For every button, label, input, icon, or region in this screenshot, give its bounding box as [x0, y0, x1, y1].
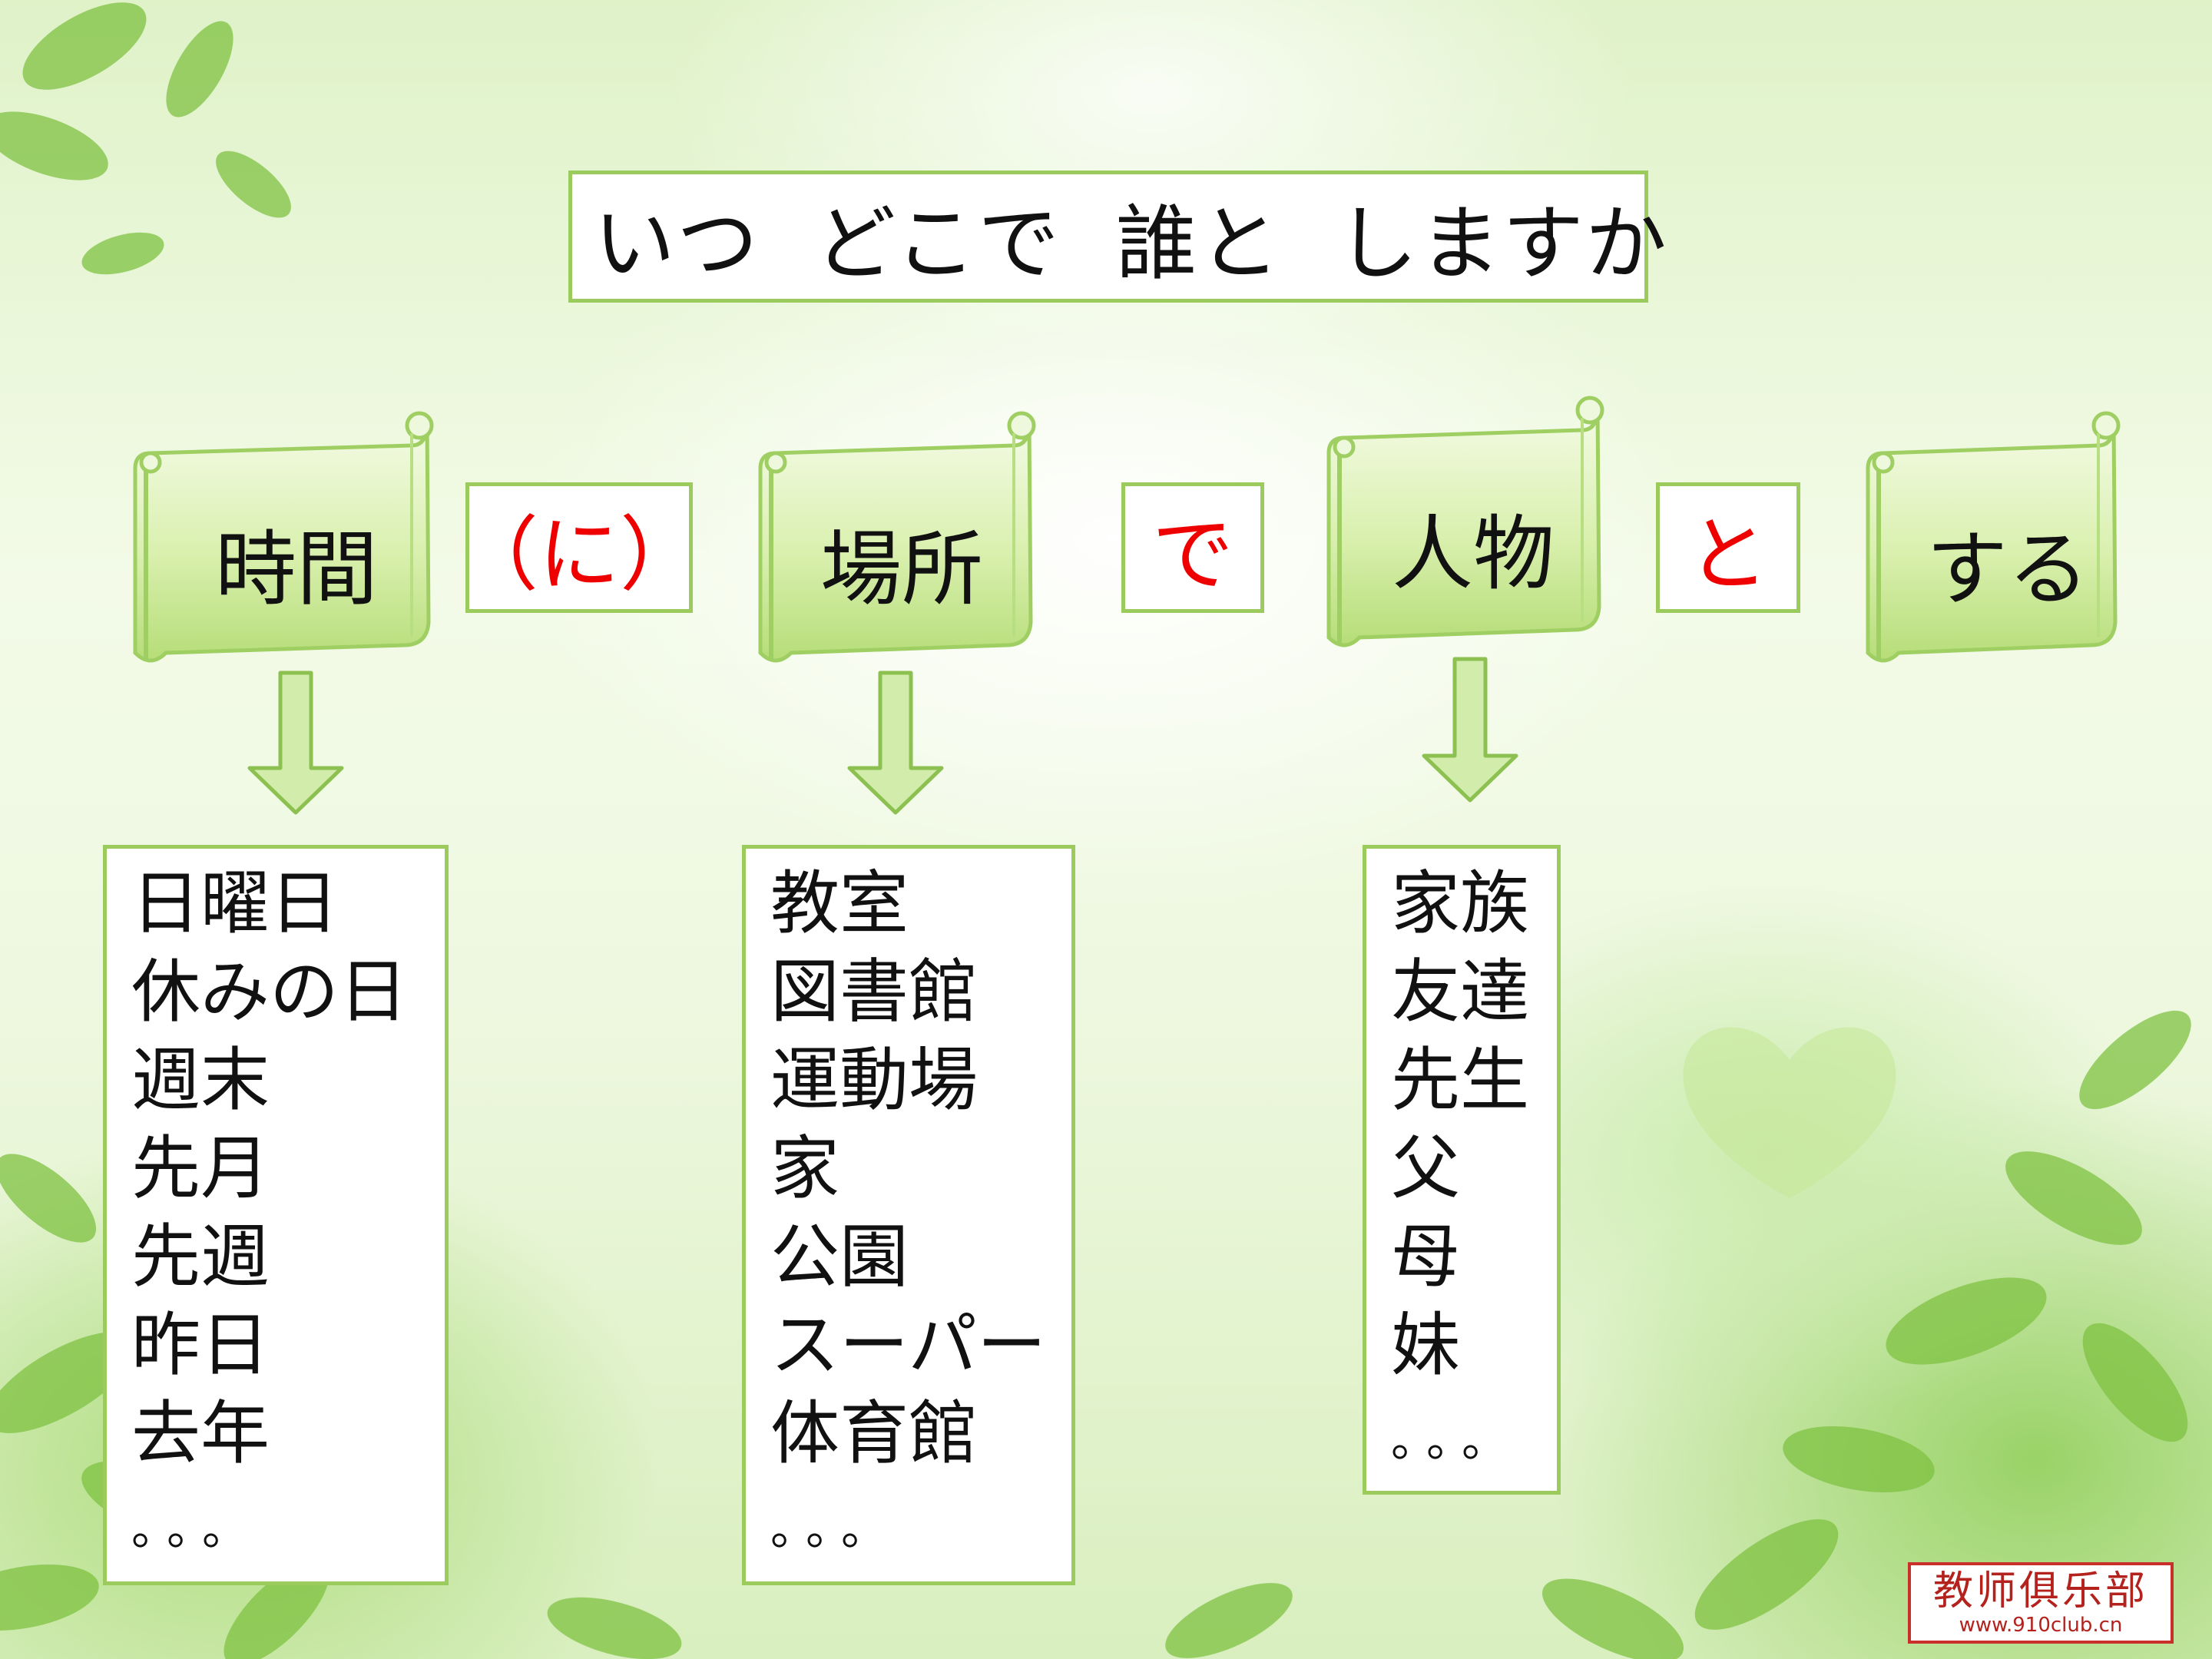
- person-list-item: 妹: [1391, 1305, 1460, 1386]
- place-list-item: 公園: [770, 1217, 909, 1297]
- watermark-logo: 教师俱乐部 www.910club.cn: [1908, 1562, 2174, 1644]
- person-list-item: 先生: [1391, 1040, 1529, 1121]
- watermark-name: 教师俱乐部: [1932, 1568, 2148, 1614]
- time-list-item: 昨日: [131, 1305, 270, 1386]
- title-box: いつ どこで 誰と しますか: [568, 171, 1668, 303]
- person-list-item: 父: [1391, 1128, 1460, 1209]
- place-list-item: スーパー: [770, 1305, 1047, 1386]
- particle-ni-box: （に）: [457, 482, 701, 613]
- particle-de-box: で: [1121, 482, 1264, 613]
- time-list-item: 週末: [131, 1040, 270, 1121]
- down-arrow-person: [1422, 657, 1518, 803]
- person-list-item: 母: [1391, 1217, 1460, 1297]
- scroll-label-person: 人物: [1392, 507, 1555, 601]
- time-list-item: 去年: [131, 1393, 270, 1474]
- time-list-item: 先週: [131, 1217, 270, 1297]
- person-list: 家族友達先生父母妹 。。。: [1363, 845, 1561, 1495]
- particle-to: と: [1687, 508, 1769, 602]
- title-text: いつ どこで 誰と しますか: [594, 197, 1668, 291]
- scroll-do: [1866, 411, 2121, 663]
- person-list-ellipsis: 。。。: [1391, 1414, 1520, 1468]
- scroll-label-do: する: [1926, 522, 2089, 617]
- place-list: 教室図書館運動場家公園スーパー体育館 。。。: [742, 845, 1075, 1585]
- scroll-place: [758, 411, 1036, 663]
- particle-de: で: [1152, 508, 1233, 602]
- scroll-label-place: 場所: [820, 522, 983, 617]
- time-list-item: 日曜日: [131, 863, 339, 944]
- time-list-ellipsis: 。。。: [131, 1502, 260, 1556]
- place-list-item: 体育館: [770, 1393, 978, 1474]
- particle-to-box: と: [1656, 482, 1800, 613]
- down-arrow-place: [847, 671, 944, 815]
- person-list-item: 家族: [1391, 863, 1529, 944]
- time-list: 日曜日休みの日週末先月先週昨日去年 。。。: [103, 845, 449, 1585]
- time-list-item: 先月: [131, 1128, 270, 1209]
- place-list-ellipsis: 。。。: [770, 1502, 899, 1556]
- time-list-item: 休みの日: [131, 952, 408, 1032]
- place-list-item: 運動場: [770, 1040, 978, 1121]
- particle-ni: （に）: [457, 508, 701, 602]
- scroll-label-time: 時間: [215, 522, 378, 617]
- scroll-time: [133, 411, 434, 663]
- place-list-item: 教室: [770, 863, 909, 944]
- place-list-item: 図書館: [770, 952, 978, 1032]
- down-arrow-time: [247, 671, 344, 815]
- watermark-url: www.910club.cn: [1959, 1614, 2123, 1637]
- place-list-item: 家: [770, 1128, 839, 1209]
- person-list-item: 友達: [1391, 952, 1529, 1032]
- scroll-person: [1326, 396, 1604, 647]
